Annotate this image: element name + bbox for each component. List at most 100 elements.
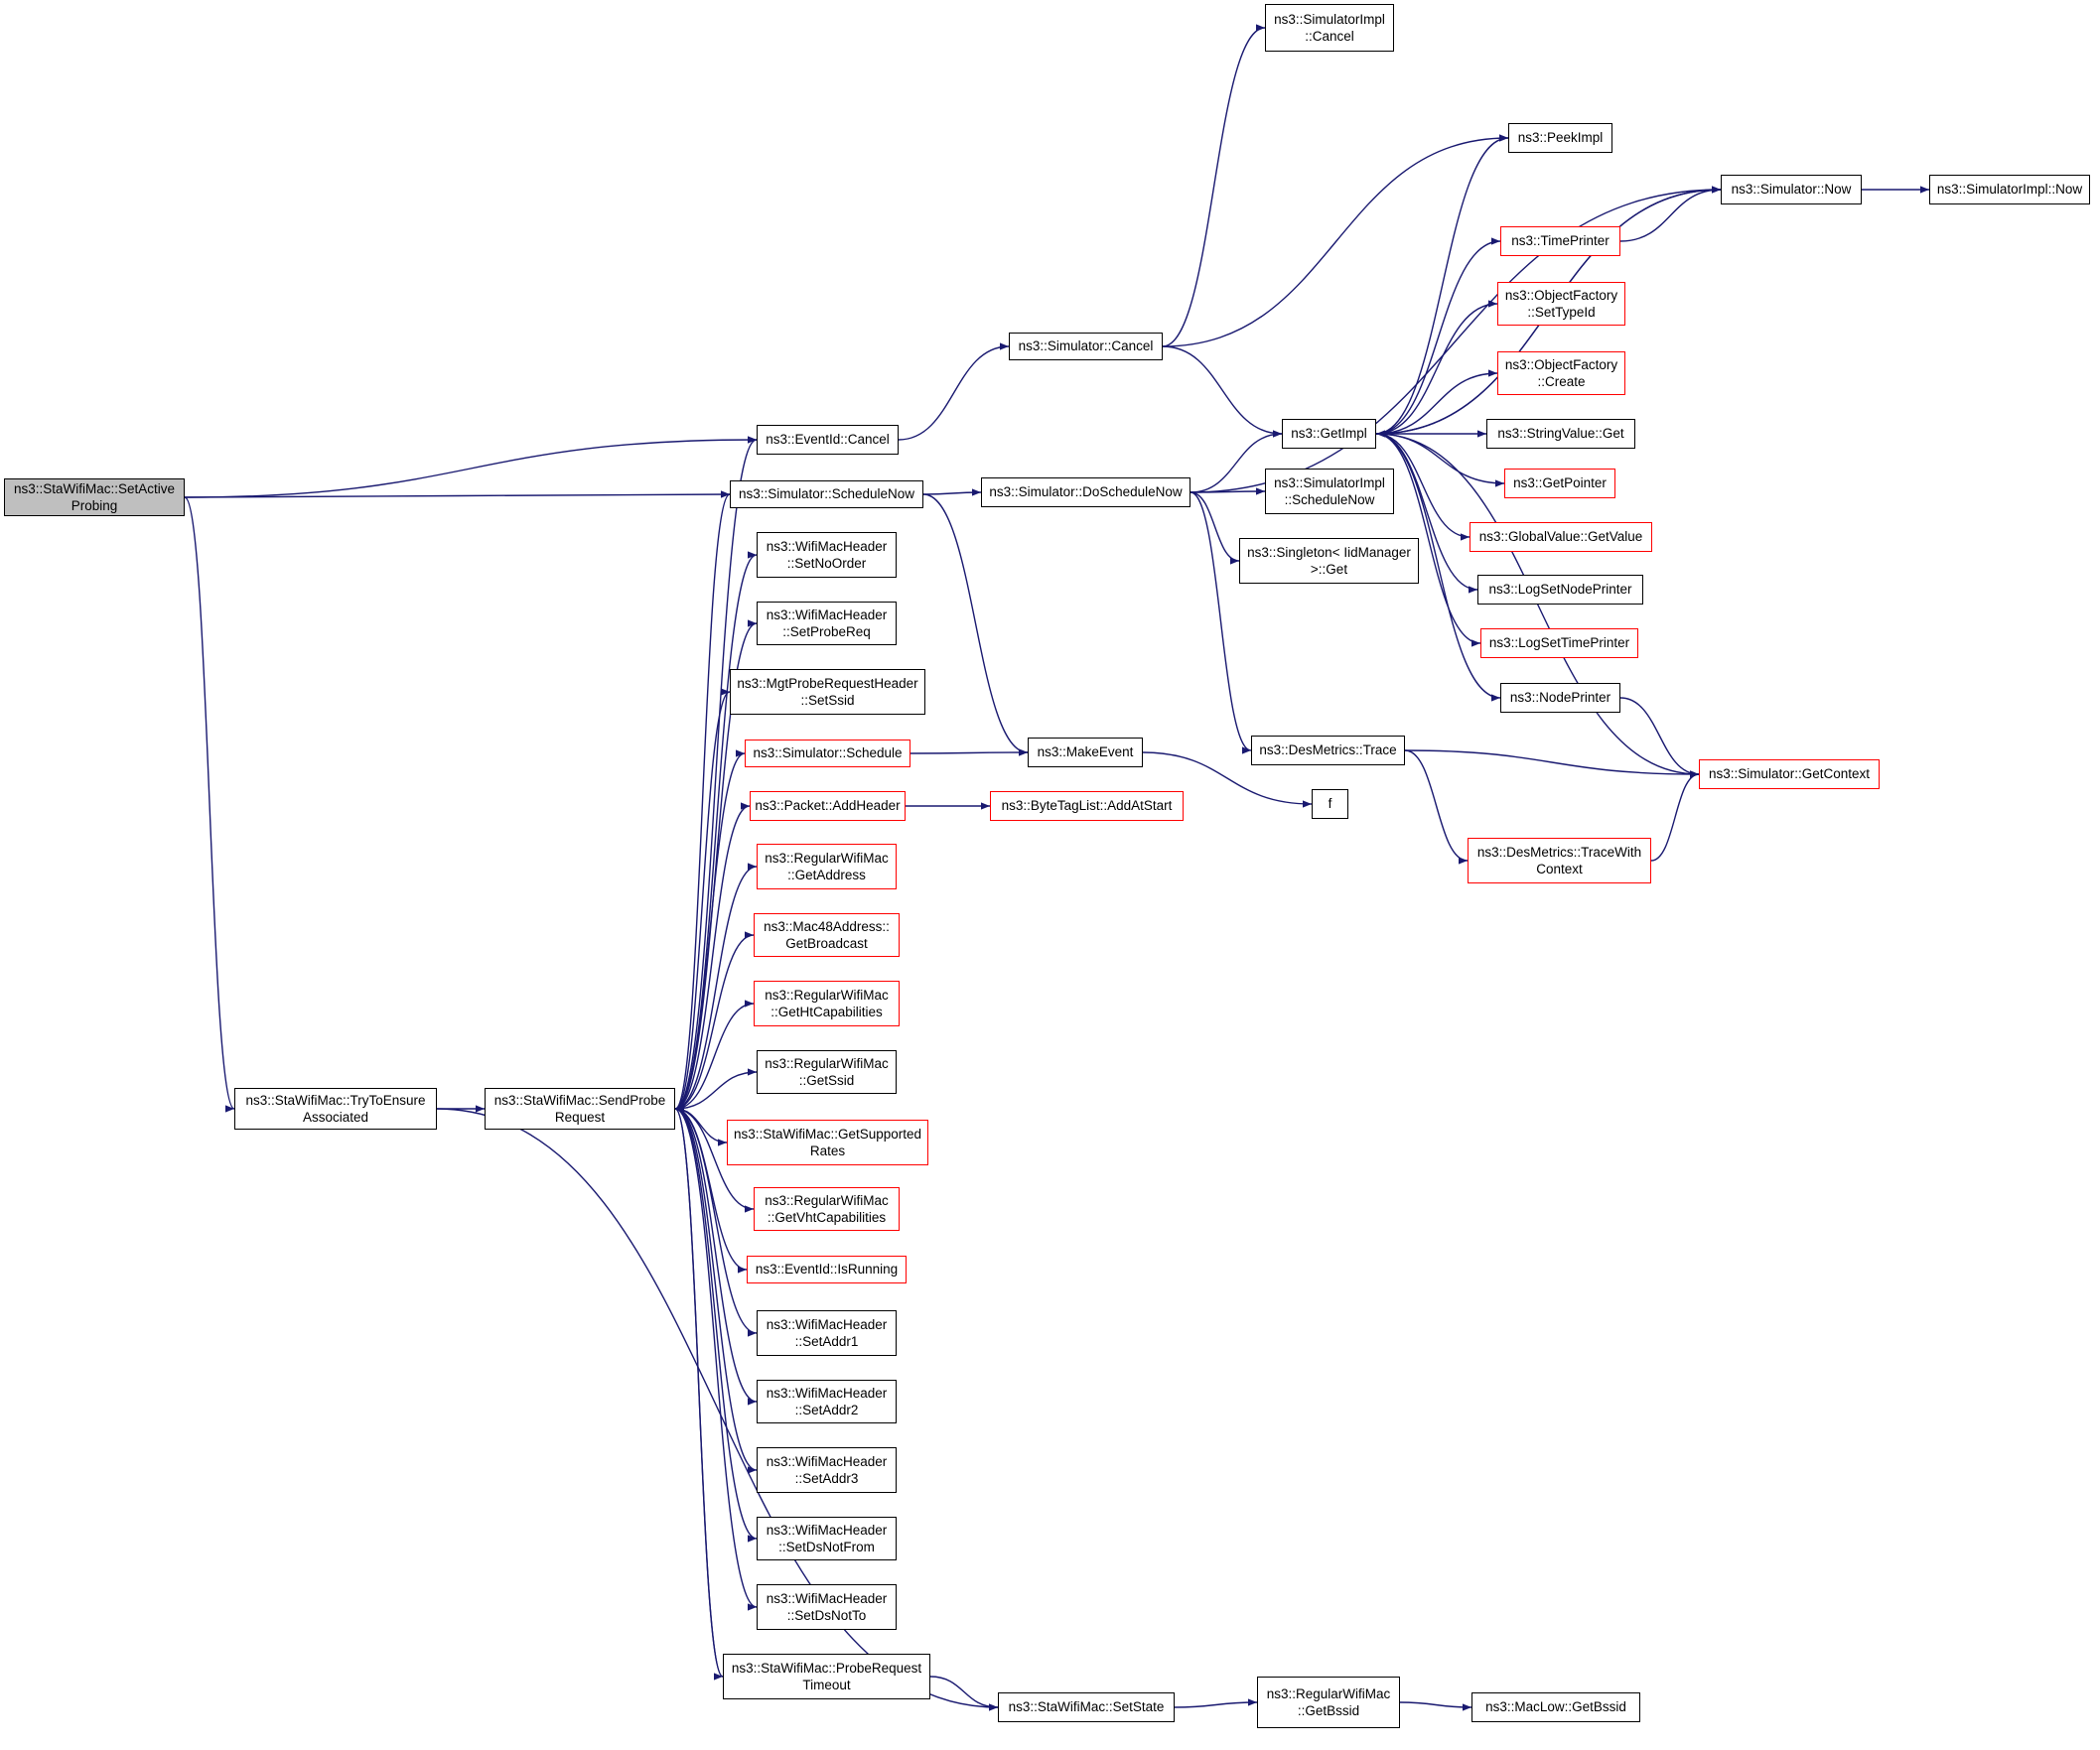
node-getssid[interactable]: ns3::RegularWifiMac::GetSsid — [757, 1050, 897, 1094]
node-addheader[interactable]: ns3::Packet::AddHeader — [750, 791, 906, 821]
node-timeprinter[interactable]: ns3::TimePrinter — [1500, 226, 1620, 256]
edge-sendprobe-to-getssid — [674, 1068, 758, 1110]
node-getaddress[interactable]: ns3::RegularWifiMac::GetAddress — [757, 844, 897, 889]
node-label-line: ns3::DesMetrics::Trace — [1259, 742, 1397, 758]
node-label-line: ns3::GetPointer — [1513, 475, 1607, 491]
edge-schedulenow-to-doschedulenow — [922, 488, 982, 496]
node-label-line: ns3::WifiMacHeader — [766, 1385, 888, 1401]
edge-schedule-to-makeevent — [910, 748, 1029, 756]
node-getvhtcap[interactable]: ns3::RegularWifiMac::GetVhtCapabilities — [754, 1187, 900, 1231]
node-label-line: >::Get — [1310, 562, 1348, 577]
node-label-line: ns3::RegularWifiMac — [765, 987, 889, 1003]
node-setstate[interactable]: ns3::StaWifiMac::SetState — [998, 1692, 1175, 1722]
edge-simcancel-to-getimpl — [1162, 345, 1283, 438]
node-setaddr3[interactable]: ns3::WifiMacHeader::SetAddr3 — [757, 1447, 897, 1493]
node-label-line: ns3::Simulator::ScheduleNow — [738, 486, 915, 502]
node-label-line: Request — [554, 1110, 606, 1125]
node-label-line: ::SetNoOrder — [786, 556, 867, 571]
node-simnow[interactable]: ns3::Simulator::Now — [1721, 175, 1862, 204]
node-gvgetvalue[interactable]: ns3::GlobalValue::GetValue — [1470, 522, 1652, 552]
node-label-line: ns3::StaWifiMac::GetSupported — [733, 1126, 922, 1142]
node-destrace[interactable]: ns3::DesMetrics::Trace — [1251, 736, 1405, 765]
node-label-line: ns3::PeekImpl — [1517, 130, 1604, 146]
node-lognodeprinter[interactable]: ns3::LogSetNodePrinter — [1477, 575, 1643, 605]
node-ofcreate[interactable]: ns3::ObjectFactory::Create — [1497, 351, 1625, 395]
node-isrunning[interactable]: ns3::EventId::IsRunning — [747, 1256, 907, 1283]
node-logtimeprinter[interactable]: ns3::LogSetTimePrinter — [1480, 628, 1638, 658]
node-getcontext[interactable]: ns3::Simulator::GetContext — [1699, 759, 1880, 789]
edge-destrace-to-getcontext — [1404, 749, 1700, 778]
node-label-line: ns3::RegularWifiMac — [765, 850, 889, 866]
node-peekimpl[interactable]: ns3::PeekImpl — [1508, 123, 1612, 153]
node-label-line: ns3::StaWifiMac::TryToEnsure — [245, 1092, 426, 1108]
node-label-line: ::GetVhtCapabilities — [767, 1210, 887, 1225]
node-label-line: ::GetBssid — [1297, 1703, 1360, 1718]
edge-setactive-to-trytoensure — [184, 496, 235, 1113]
node-label-line: ::GetHtCapabilities — [770, 1005, 883, 1019]
node-implschednow[interactable]: ns3::SimulatorImpl::ScheduleNow — [1265, 469, 1394, 514]
node-setprobereq[interactable]: ns3::WifiMacHeader::SetProbeReq — [757, 602, 897, 645]
node-setnoorder[interactable]: ns3::WifiMacHeader::SetNoOrder — [757, 532, 897, 578]
node-settypeid[interactable]: ns3::ObjectFactory::SetTypeId — [1497, 282, 1625, 326]
edge-timeprinter-to-simnow — [1619, 186, 1722, 242]
node-simcancel[interactable]: ns3::Simulator::Cancel — [1009, 333, 1163, 360]
edge-sendprobe-to-eventcancel — [674, 436, 758, 1110]
node-label-line: ns3::RegularWifiMac — [765, 1055, 889, 1071]
node-label-line: ns3::WifiMacHeader — [766, 538, 888, 554]
edge-setactive-to-eventcancel — [184, 436, 758, 498]
node-singletonget[interactable]: ns3::Singleton< IidManager>::Get — [1239, 538, 1419, 584]
edge-doschedulenow-to-singletonget — [1190, 491, 1240, 565]
node-setaddr1[interactable]: ns3::WifiMacHeader::SetAddr1 — [757, 1310, 897, 1356]
node-label-line: ns3::WifiMacHeader — [766, 1522, 888, 1538]
node-eventcancel[interactable]: ns3::EventId::Cancel — [757, 425, 899, 455]
node-label-line: Rates — [809, 1144, 846, 1158]
edge-sendprobe-to-getvhtcap — [674, 1108, 755, 1213]
node-schedulenow[interactable]: ns3::Simulator::ScheduleNow — [730, 480, 923, 508]
edge-getimpl-to-gvgetvalue — [1375, 433, 1470, 541]
node-getimpl[interactable]: ns3::GetImpl — [1282, 419, 1376, 449]
edge-nodeprinter-to-getcontext — [1619, 697, 1700, 778]
node-doschedulenow[interactable]: ns3::Simulator::DoScheduleNow — [981, 477, 1190, 507]
node-setdsnotto[interactable]: ns3::WifiMacHeader::SetDsNotTo — [757, 1584, 897, 1630]
node-maclowbssid[interactable]: ns3::MacLow::GetBssid — [1471, 1692, 1640, 1722]
node-setdsnotfrom[interactable]: ns3::WifiMacHeader::SetDsNotFrom — [757, 1517, 897, 1560]
node-gethtcap[interactable]: ns3::RegularWifiMac::GetHtCapabilities — [754, 981, 900, 1026]
edge-sendprobe-to-setssid — [674, 688, 731, 1110]
node-implcancel[interactable]: ns3::SimulatorImpl::Cancel — [1265, 4, 1394, 52]
node-setaddr2[interactable]: ns3::WifiMacHeader::SetAddr2 — [757, 1380, 897, 1423]
node-getbroadcast[interactable]: ns3::Mac48Address::GetBroadcast — [754, 913, 900, 957]
node-label-line: ns3::MgtProbeRequestHeader — [737, 675, 918, 691]
node-getpointer[interactable]: ns3::GetPointer — [1504, 469, 1615, 498]
node-implnow[interactable]: ns3::SimulatorImpl::Now — [1929, 175, 2090, 204]
edge-sendprobe-to-setaddr1 — [674, 1108, 758, 1337]
edge-sendprobe-to-setaddr2 — [674, 1108, 758, 1406]
edge-doschedulenow-to-destrace — [1190, 491, 1252, 754]
node-addatstart[interactable]: ns3::ByteTagList::AddAtStart — [990, 791, 1184, 821]
node-label-line: ns3::WifiMacHeader — [766, 1590, 888, 1606]
node-makeevent[interactable]: ns3::MakeEvent — [1028, 738, 1143, 767]
edge-getimpl-to-timeprinter — [1375, 237, 1501, 435]
edge-doschedulenow-to-simnow — [1190, 186, 1722, 493]
node-label-line: ns3::NodePrinter — [1509, 690, 1611, 706]
node-nodeprinter[interactable]: ns3::NodePrinter — [1500, 683, 1620, 713]
node-label-line: ns3::WifiMacHeader — [766, 1453, 888, 1469]
node-label-line: ::SetSsid — [800, 693, 855, 708]
node-stringget[interactable]: ns3::StringValue::Get — [1486, 419, 1635, 449]
node-setssid[interactable]: ns3::MgtProbeRequestHeader::SetSsid — [730, 669, 925, 715]
node-label-line: Probing — [70, 498, 118, 513]
node-label-line: ns3::LogSetNodePrinter — [1488, 582, 1632, 598]
node-label-line: ns3::MacLow::GetBssid — [1485, 1699, 1626, 1715]
edge-sendprobe-to-schedulenow — [674, 490, 731, 1110]
edge-doschedulenow-to-getimpl — [1190, 430, 1283, 493]
node-label-line: ::SetProbeReq — [782, 624, 871, 639]
node-f[interactable]: f — [1312, 789, 1348, 819]
node-label-line: ns3::Mac48Address:: — [764, 918, 890, 934]
edge-sendprobe-to-setdsnotto — [674, 1108, 758, 1611]
node-getbssid1[interactable]: ns3::RegularWifiMac::GetBssid — [1257, 1677, 1400, 1728]
node-schedule[interactable]: ns3::Simulator::Schedule — [745, 740, 910, 767]
